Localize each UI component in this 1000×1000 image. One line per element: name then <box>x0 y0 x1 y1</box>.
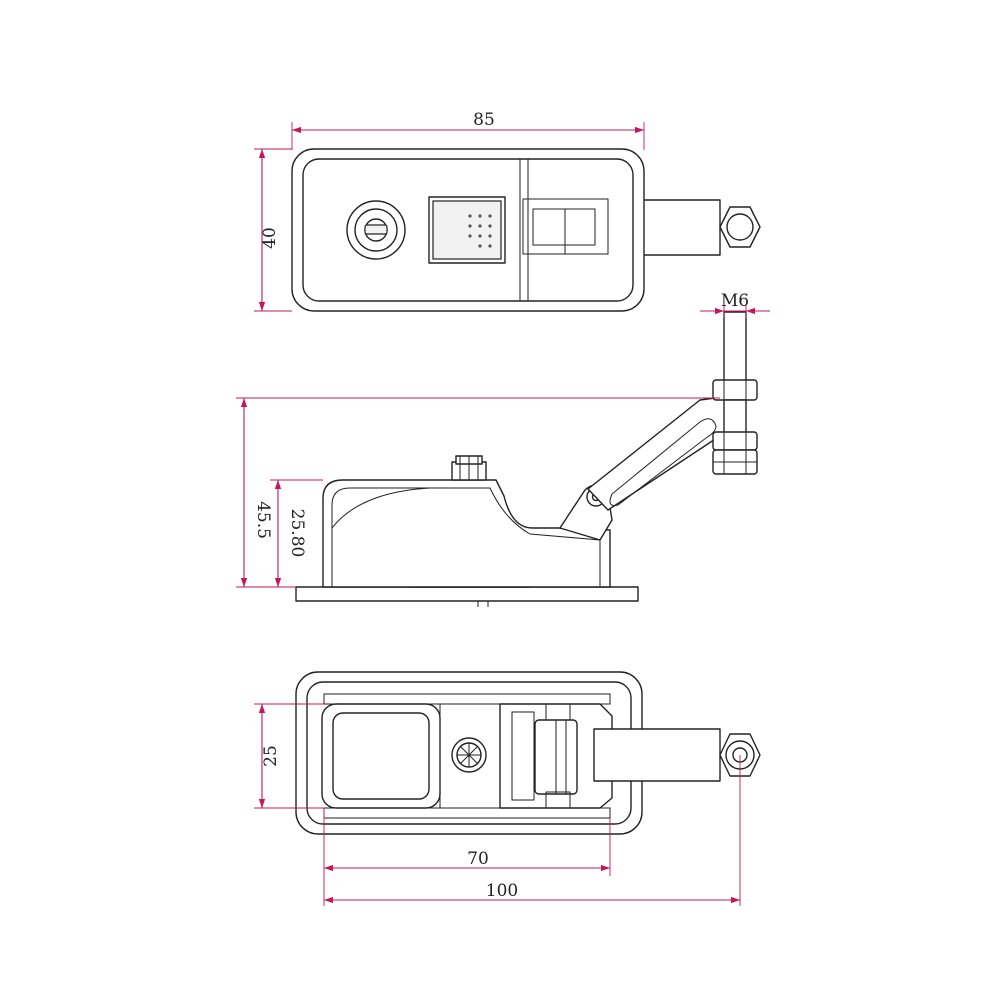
dim-100-label: 100 <box>486 881 518 901</box>
side-view: M6 45.5 25.80 <box>236 291 770 607</box>
dim-100: 100 <box>324 755 741 906</box>
dim-45-5-label: 45.5 <box>253 501 273 539</box>
dim-45-5: 45.5 <box>236 397 720 588</box>
top-view: 85 40 <box>254 110 761 312</box>
top-slot-panel <box>519 159 609 301</box>
bottom-view: 25 70 100 <box>254 671 761 906</box>
dim-25-80: 25.80 <box>270 479 323 587</box>
dim-70: 70 <box>323 808 611 906</box>
dim-70-label: 70 <box>467 849 489 869</box>
dim-40-label: 40 <box>260 227 280 249</box>
dim-m6-label: M6 <box>721 291 749 311</box>
dim-25-80-label: 25.80 <box>287 509 307 558</box>
bottom-handle <box>321 703 441 809</box>
top-arm <box>639 199 761 256</box>
dim-m6: M6 <box>700 291 770 318</box>
side-base-plate <box>295 586 639 602</box>
dim-85-label: 85 <box>473 110 495 130</box>
bottom-arm <box>593 728 761 782</box>
side-threaded-stud <box>712 311 758 475</box>
key-lock <box>346 200 406 260</box>
dim-25: 25 <box>254 703 324 809</box>
bottom-center-screw <box>439 703 501 809</box>
side-top-screw <box>451 455 487 481</box>
dim-25-label: 25 <box>261 745 281 767</box>
bottom-hinge <box>499 703 613 809</box>
dim-85: 85 <box>291 110 645 150</box>
dim-40: 40 <box>254 148 292 312</box>
push-button <box>428 196 506 264</box>
side-body <box>322 479 611 588</box>
